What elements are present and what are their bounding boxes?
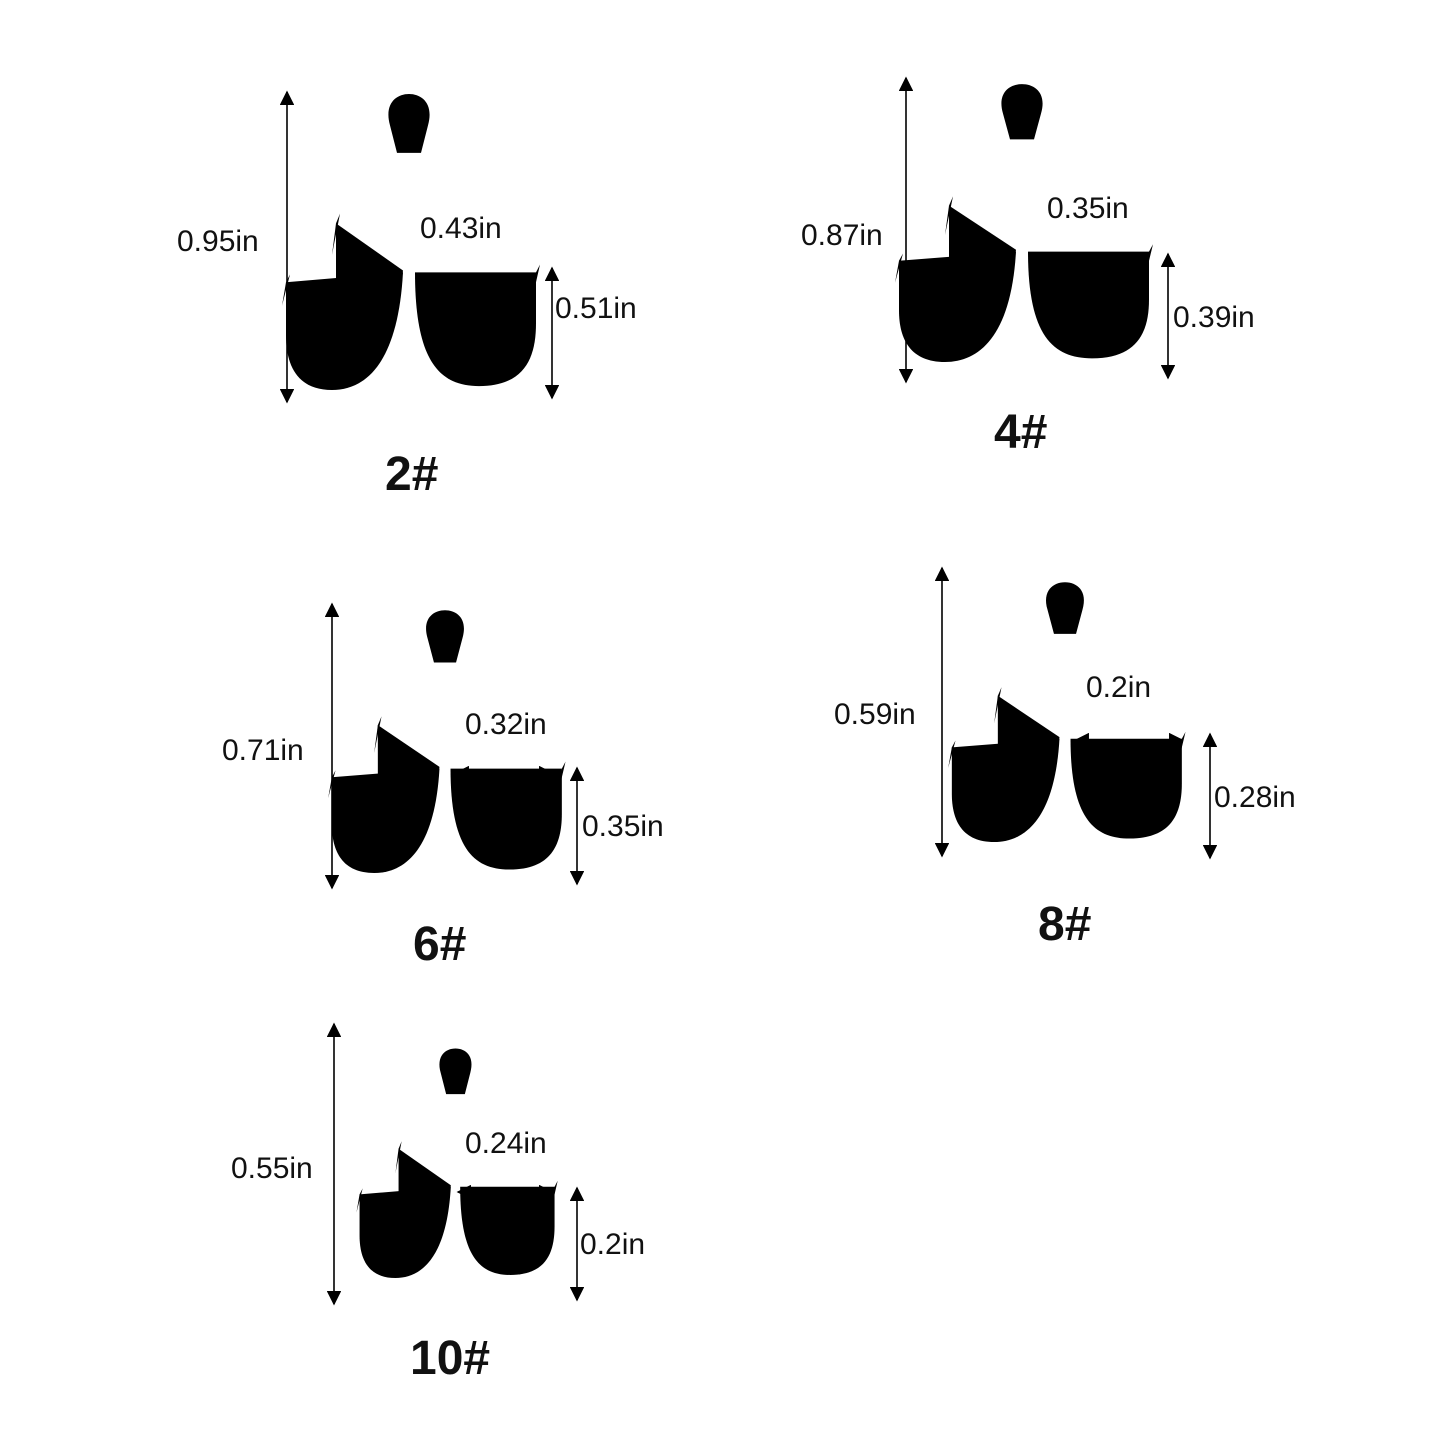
point-label: 0.2in <box>580 1228 645 1261</box>
treble-hook-icon <box>356 1048 558 1278</box>
hook-8: 0.59in 0.2in 0.28in 8# <box>834 566 1296 951</box>
size-label: 10# <box>410 1332 490 1385</box>
size-label: 8# <box>1038 898 1091 951</box>
treble-hook-icon <box>328 610 566 873</box>
gap-label: 0.24in <box>465 1127 547 1160</box>
hook-10: 0.55in 0.24in 0.2in 10# <box>231 1022 645 1385</box>
hook-2: 0.95in 0.43in 0.51in 2# <box>177 90 637 501</box>
gap-label: 0.2in <box>1086 671 1151 704</box>
length-label: 0.55in <box>231 1152 313 1185</box>
point-label: 0.28in <box>1214 781 1296 814</box>
gap-label: 0.32in <box>465 708 547 741</box>
length-label: 0.95in <box>177 225 259 258</box>
hook-4: 0.87in 0.35in 0.39in 4# <box>801 76 1255 459</box>
gap-label: 0.43in <box>420 212 502 245</box>
length-label: 0.59in <box>834 698 916 731</box>
gap-label: 0.35in <box>1047 192 1129 225</box>
size-label: 6# <box>413 918 466 971</box>
point-label: 0.51in <box>555 292 637 325</box>
point-label: 0.35in <box>582 810 664 843</box>
length-label: 0.71in <box>222 734 304 767</box>
hook-6: 0.71in 0.32in 0.35in 6# <box>222 602 664 971</box>
size-label: 2# <box>385 448 438 501</box>
point-label: 0.39in <box>1173 301 1255 334</box>
size-label: 4# <box>994 406 1047 459</box>
treble-hook-icon <box>948 582 1186 842</box>
length-label: 0.87in <box>801 219 883 252</box>
